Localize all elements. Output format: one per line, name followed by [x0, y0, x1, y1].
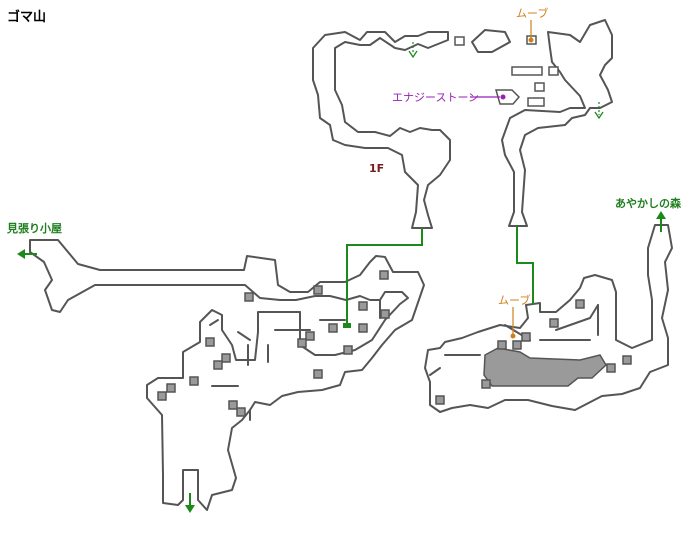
chest-icon[interactable] [497, 340, 507, 350]
item-label[interactable]: エナジーストーン [392, 91, 479, 104]
north-east-cave [454, 19, 613, 227]
rock-block [454, 36, 465, 46]
chest-icon[interactable] [205, 337, 215, 347]
rock-block [527, 97, 545, 107]
chest-icon[interactable] [328, 323, 338, 333]
chest-icon[interactable] [213, 360, 223, 370]
exit-right[interactable] [656, 211, 666, 232]
chest-icon[interactable] [379, 270, 389, 280]
move-point-south[interactable] [510, 307, 516, 339]
chest-icon[interactable] [358, 323, 368, 333]
chest-icon[interactable] [313, 285, 323, 295]
move-point-north[interactable] [528, 20, 534, 43]
move-label-north[interactable]: ムーブ [516, 6, 548, 20]
raised-platform [483, 347, 607, 387]
route-line [516, 226, 534, 305]
chest-icon[interactable] [358, 301, 368, 311]
chest-icon[interactable] [549, 318, 559, 328]
down-arrow-icon [408, 50, 418, 59]
chest-icon[interactable] [236, 407, 246, 417]
main-east-cave [424, 224, 673, 413]
rock-block [534, 82, 545, 92]
chest-icon[interactable] [221, 353, 231, 363]
chest-icon[interactable] [512, 340, 522, 350]
map-title: ゴマ山 [7, 9, 46, 25]
north-west-cave [312, 31, 451, 229]
rock-block [511, 66, 543, 76]
route-end-marker [343, 323, 351, 328]
arrow-left-icon [17, 249, 25, 259]
rock-block [548, 66, 559, 76]
chest-icon[interactable] [157, 391, 167, 401]
exit-bottom[interactable] [185, 493, 195, 513]
down-arrow-icon [594, 111, 604, 120]
chest-markers [157, 270, 632, 417]
chest-icon[interactable] [521, 332, 531, 342]
item-dot-icon [500, 94, 506, 100]
chest-icon[interactable] [166, 383, 176, 393]
chest-icon[interactable] [481, 379, 491, 389]
move-label-south[interactable]: ムーブ [498, 293, 530, 307]
chest-icon[interactable] [244, 292, 254, 302]
chest-icon[interactable] [343, 345, 353, 355]
exit-label-left[interactable]: 見張り小屋 [6, 221, 62, 235]
item-energy-stone[interactable] [470, 94, 506, 100]
route-line [346, 228, 423, 326]
chest-icon[interactable] [380, 309, 390, 319]
move-point-icon [528, 37, 534, 43]
arrow-down-icon [185, 505, 195, 513]
chest-icon[interactable] [189, 376, 199, 386]
chest-icon[interactable] [313, 369, 323, 379]
floor-label: 1F [369, 162, 384, 175]
move-point-icon [510, 333, 516, 339]
chest-icon[interactable] [622, 355, 632, 365]
chest-icon[interactable] [305, 331, 315, 341]
chest-icon[interactable] [575, 299, 585, 309]
exit-left[interactable] [17, 249, 37, 259]
chest-icon[interactable] [228, 400, 238, 410]
arrow-up-icon [656, 211, 666, 219]
chest-icon[interactable] [606, 363, 616, 373]
stair-arrows [408, 42, 604, 120]
exit-label-right[interactable]: あやかしの森 [615, 196, 682, 210]
chest-icon[interactable] [297, 338, 307, 348]
chest-icon[interactable] [435, 395, 445, 405]
main-west-cave [29, 239, 425, 511]
item-rock [495, 89, 521, 105]
